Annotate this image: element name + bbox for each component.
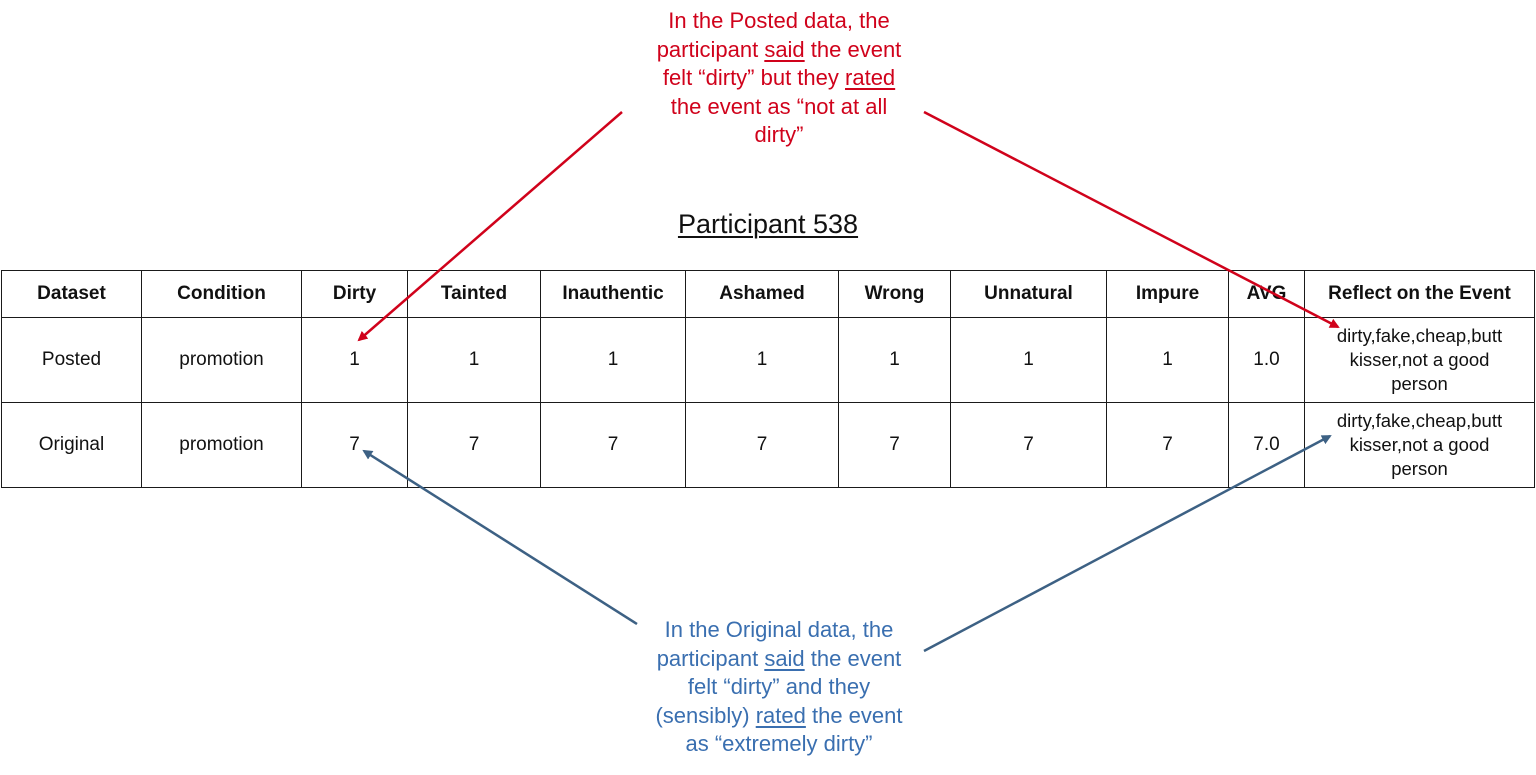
original-note-rated-underlined: rated <box>755 702 806 728</box>
header-unnatural: Unnatural <box>950 270 1107 318</box>
header-impure: Impure <box>1106 270 1229 318</box>
posted-note-text: participant <box>656 36 765 62</box>
reflect-line: person <box>1391 373 1448 394</box>
cell-condition: promotion <box>141 317 302 403</box>
cell-tainted: 1 <box>407 317 541 403</box>
cell-ashamed: 7 <box>685 402 839 488</box>
cell-ashamed: 1 <box>685 317 839 403</box>
original-note-text: the event <box>805 702 903 728</box>
posted-note-text: felt “dirty” but they <box>662 65 846 90</box>
posted-data-note: In the Posted data, the participant said… <box>620 7 938 150</box>
header-wrong: Wrong <box>838 270 951 318</box>
posted-note-rated-underlined: rated <box>845 65 896 90</box>
posted-note-line-3: felt “dirty” but they rated <box>620 64 938 93</box>
reflect-line: kisser,not a good <box>1349 349 1490 370</box>
cell-dirty: 7 <box>301 402 408 488</box>
original-note-line-3: felt “dirty” and they <box>687 674 871 699</box>
reflect-line: kisser,not a good <box>1349 434 1490 455</box>
header-inauthentic: Inauthentic <box>540 270 686 318</box>
original-note-line-2: participant said the event <box>630 645 928 674</box>
posted-note-said-underlined: said <box>764 36 805 62</box>
cell-dataset: Posted <box>1 317 142 403</box>
original-note-said-underlined: said <box>764 645 805 671</box>
posted-note-line-4: the event as “not at all <box>670 93 888 119</box>
table-row-posted: Posted promotion 1 1 1 1 1 1 1 1.0 dirty… <box>1 317 1535 403</box>
cell-inauthentic: 7 <box>540 402 686 488</box>
original-note-text: participant <box>656 645 765 671</box>
cell-avg: 1.0 <box>1228 317 1305 403</box>
cell-dirty: 1 <box>301 317 408 403</box>
participant-title: Participant 538 <box>0 207 1536 241</box>
cell-unnatural: 1 <box>950 317 1107 403</box>
cell-impure: 7 <box>1106 402 1229 488</box>
original-note-line-5: as “extremely dirty” <box>685 731 873 756</box>
original-note-text: (sensibly) <box>655 702 756 728</box>
table-header-row: Dataset Condition Dirty Tainted Inauthen… <box>1 270 1535 318</box>
cell-dataset: Original <box>1 402 142 488</box>
cell-inauthentic: 1 <box>540 317 686 403</box>
participant-table: Dataset Condition Dirty Tainted Inauthen… <box>1 270 1535 488</box>
reflect-line: dirty,fake,cheap,butt <box>1336 410 1503 431</box>
cell-reflect: dirty,fake,cheap,butt kisser,not a good … <box>1304 317 1535 403</box>
original-note-text: the event <box>804 645 902 671</box>
header-dataset: Dataset <box>1 270 142 318</box>
header-tainted: Tainted <box>407 270 541 318</box>
header-condition: Condition <box>141 270 302 318</box>
header-reflect: Reflect on the Event <box>1304 270 1535 318</box>
reflect-line: dirty,fake,cheap,butt <box>1336 325 1503 346</box>
header-dirty: Dirty <box>301 270 408 318</box>
posted-note-line-2: participant said the event <box>620 36 938 65</box>
posted-note-line-5: dirty” <box>754 122 804 147</box>
participant-title-text: Participant 538 <box>677 209 859 239</box>
header-avg: AVG <box>1228 270 1305 318</box>
cell-avg: 7.0 <box>1228 402 1305 488</box>
cell-wrong: 1 <box>838 317 951 403</box>
cell-wrong: 7 <box>838 402 951 488</box>
reflect-line: person <box>1391 458 1448 479</box>
original-note-line-1: In the Original data, the <box>664 617 894 642</box>
cell-condition: promotion <box>141 402 302 488</box>
cell-tainted: 7 <box>407 402 541 488</box>
header-ashamed: Ashamed <box>685 270 839 318</box>
cell-reflect: dirty,fake,cheap,butt kisser,not a good … <box>1304 402 1535 488</box>
original-note-line-4: (sensibly) rated the event <box>630 702 928 731</box>
original-data-note: In the Original data, the participant sa… <box>630 616 928 759</box>
posted-note-line-1: In the Posted data, the <box>668 8 890 33</box>
posted-note-text: the event <box>804 36 902 62</box>
table-row-original: Original promotion 7 7 7 7 7 7 7 7.0 dir… <box>1 402 1535 488</box>
cell-unnatural: 7 <box>950 402 1107 488</box>
cell-impure: 1 <box>1106 317 1229 403</box>
